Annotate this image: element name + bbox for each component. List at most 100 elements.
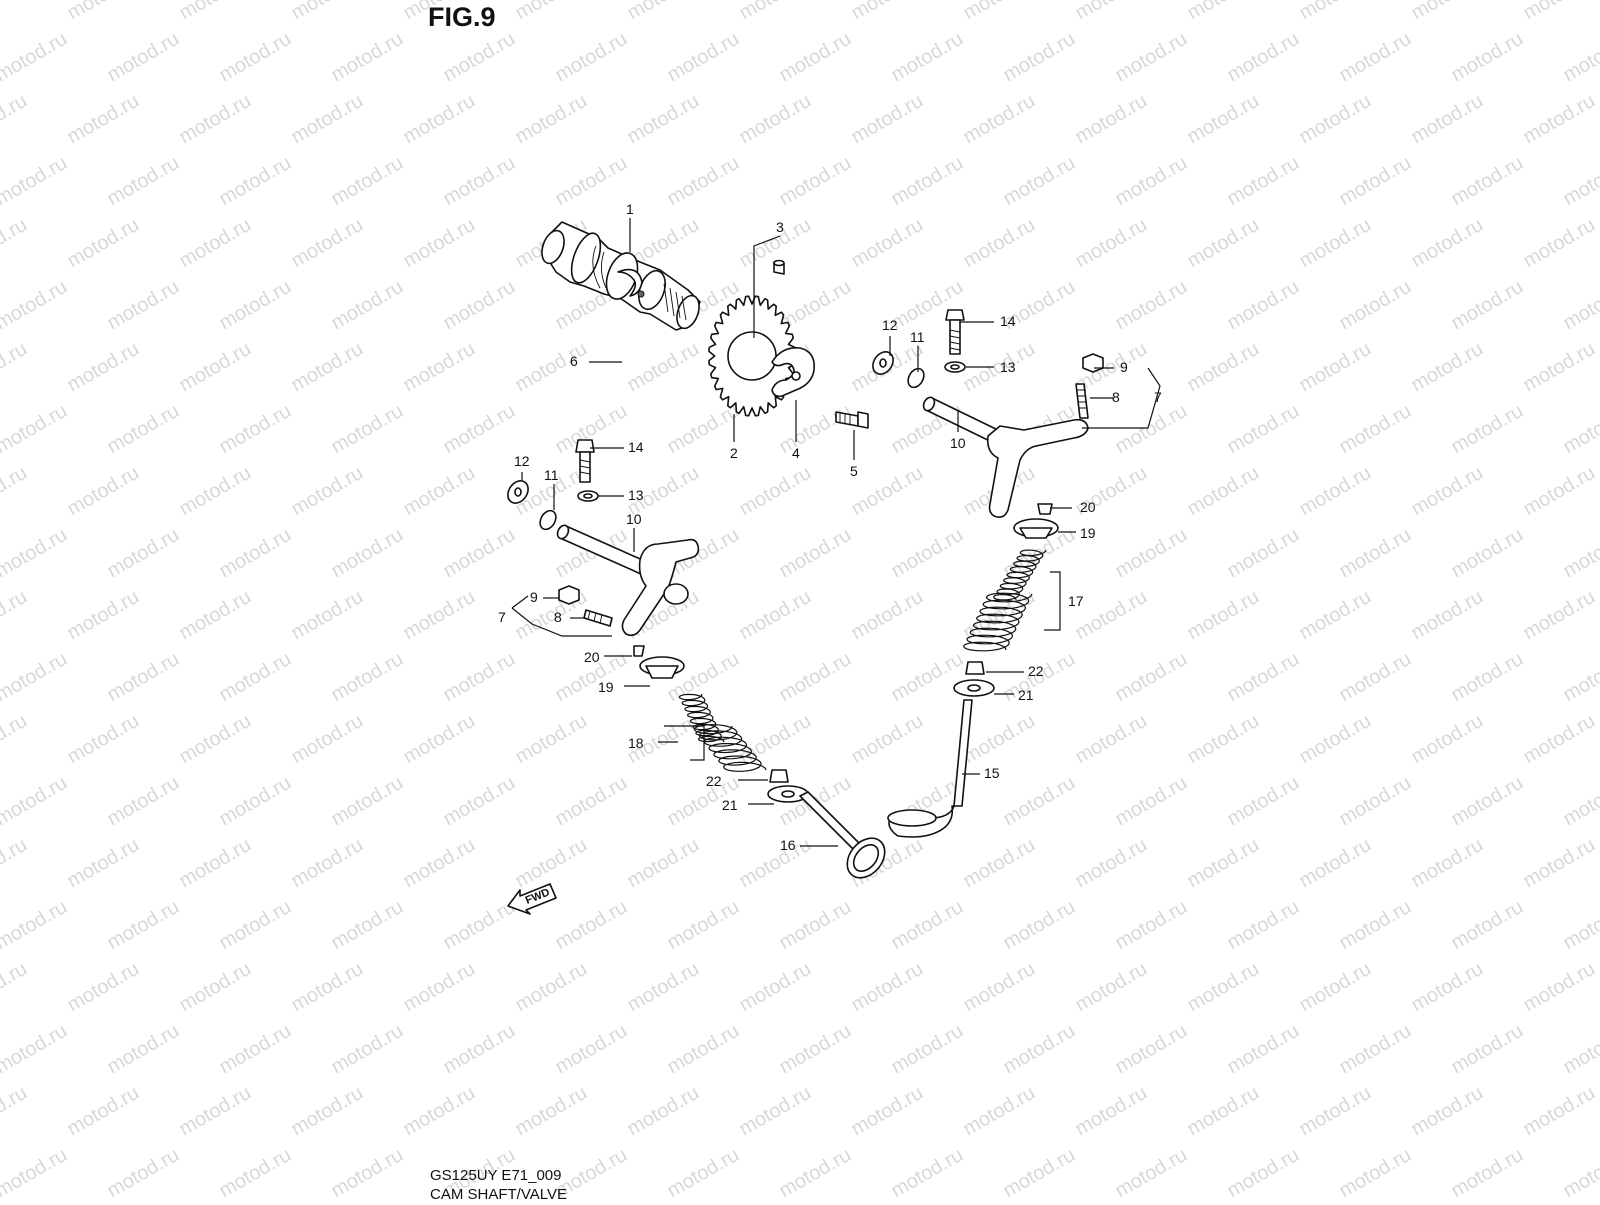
callout-13-left: 13	[628, 487, 644, 503]
watermark-text: motod.ru	[1224, 1144, 1303, 1200]
watermark-text: motod.ru	[104, 152, 183, 211]
watermark-text: motod.ru	[888, 1020, 967, 1079]
watermark-text: motod.ru	[176, 1082, 255, 1141]
watermark-text: motod.ru	[1000, 152, 1079, 211]
watermark-text: motod.ru	[0, 1020, 71, 1079]
callout-10-right: 10	[950, 435, 966, 451]
watermark-text: motod.ru	[64, 214, 143, 273]
callout-5: 5	[850, 463, 858, 479]
watermark-text: motod.ru	[1184, 710, 1263, 769]
watermark-text: motod.ru	[888, 648, 967, 707]
watermark-text: motod.ru	[512, 1082, 591, 1141]
watermark-text: motod.ru	[1560, 648, 1600, 707]
watermark-text: motod.ru	[328, 648, 407, 707]
watermark-text: motod.ru	[0, 276, 71, 335]
watermark-text: motod.ru	[1184, 214, 1263, 273]
watermark-text: motod.ru	[1336, 772, 1415, 831]
watermark-text: motod.ru	[960, 958, 1039, 1017]
watermark-text: motod.ru	[176, 958, 255, 1017]
watermark-text: motod.ru	[1336, 896, 1415, 955]
watermark-text: motod.ru	[104, 276, 183, 335]
watermark-text: motod.ru	[440, 400, 519, 459]
watermark-text: motod.ru	[776, 28, 855, 87]
watermark-text: motod.ru	[176, 710, 255, 769]
watermark-text: motod.ru	[1336, 1144, 1415, 1200]
callout-9-left: 9	[530, 589, 538, 605]
watermark-text: motod.ru	[552, 28, 631, 87]
watermark-text: motod.ru	[736, 958, 815, 1017]
watermark-text: motod.ru	[888, 524, 967, 583]
watermark-text: motod.ru	[1336, 28, 1415, 87]
watermark-text: motod.ru	[960, 214, 1039, 273]
watermark-text: motod.ru	[328, 772, 407, 831]
watermark-text: motod.ru	[176, 834, 255, 893]
watermark-text: motod.ru	[288, 1082, 367, 1141]
watermark-text: motod.ru	[328, 400, 407, 459]
watermark-text: motod.ru	[0, 28, 71, 87]
callout-16: 16	[780, 837, 796, 853]
watermark-text: motod.ru	[0, 400, 71, 459]
watermark-text: motod.ru	[0, 1144, 71, 1200]
callout-7-left: 7	[498, 609, 506, 625]
watermark-text: motod.ru	[0, 772, 71, 831]
watermark-text: motod.ru	[440, 772, 519, 831]
watermark-text: motod.ru	[0, 710, 31, 769]
watermark-text: motod.ru	[1184, 586, 1263, 645]
callout-11-right: 11	[910, 329, 925, 345]
watermark-text: motod.ru	[848, 586, 927, 645]
watermark-text: motod.ru	[1448, 1144, 1527, 1200]
watermark-text: motod.ru	[1224, 524, 1303, 583]
watermark-text: motod.ru	[1000, 1144, 1079, 1200]
watermark-text: motod.ru	[1408, 710, 1487, 769]
watermark-text: motod.ru	[328, 896, 407, 955]
watermark-text: motod.ru	[440, 152, 519, 211]
watermark-text: motod.ru	[1112, 28, 1191, 87]
watermark-text: motod.ru	[1520, 586, 1599, 645]
watermark-text: motod.ru	[1184, 834, 1263, 893]
watermark-text: motod.ru	[1112, 400, 1191, 459]
watermark-text: motod.ru	[1520, 834, 1599, 893]
watermark-text: motod.ru	[1224, 772, 1303, 831]
watermark-text: motod.ru	[400, 586, 479, 645]
watermark-text: motod.ru	[1224, 1020, 1303, 1079]
watermark-text: motod.ru	[1184, 338, 1263, 397]
watermark-text: motod.ru	[64, 586, 143, 645]
watermark-text: motod.ru	[1224, 276, 1303, 335]
watermark-text: motod.ru	[1520, 710, 1599, 769]
watermark-text: motod.ru	[1448, 896, 1527, 955]
watermark-text: motod.ru	[176, 0, 255, 24]
watermark-text: motod.ru	[664, 896, 743, 955]
watermark-text: motod.ru	[1336, 648, 1415, 707]
callout-15: 15	[984, 765, 1000, 781]
watermark-text: motod.ru	[1408, 214, 1487, 273]
watermark-text: motod.ru	[1072, 710, 1151, 769]
watermark-text: motod.ru	[1112, 152, 1191, 211]
watermark-text: motod.ru	[1184, 462, 1263, 521]
watermark-text: motod.ru	[216, 896, 295, 955]
callout-6: 6	[570, 353, 578, 369]
watermark-text: motod.ru	[64, 834, 143, 893]
watermark-text: motod.ru	[1408, 462, 1487, 521]
watermark-text: motod.ru	[888, 28, 967, 87]
watermark-text: motod.ru	[288, 586, 367, 645]
watermark-text: motod.ru	[176, 462, 255, 521]
watermark-text: motod.ru	[1296, 834, 1375, 893]
watermark-text: motod.ru	[960, 1082, 1039, 1141]
watermark-text: motod.ru	[216, 152, 295, 211]
model-code: GS125UY E71_009	[430, 1167, 562, 1184]
watermark-text: motod.ru	[888, 896, 967, 955]
callout-13-right: 13	[1000, 359, 1016, 375]
watermark-text: motod.ru	[1112, 1020, 1191, 1079]
watermark-text: motod.ru	[1408, 1082, 1487, 1141]
watermark-text: motod.ru	[1112, 648, 1191, 707]
watermark-text: motod.ru	[512, 90, 591, 149]
watermark-text: motod.ru	[1560, 28, 1600, 87]
watermark-text: motod.ru	[1224, 896, 1303, 955]
watermark-text: motod.ru	[888, 1144, 967, 1200]
watermark-text: motod.ru	[1560, 1020, 1600, 1079]
watermark-text: motod.ru	[104, 1144, 183, 1200]
watermark-text: motod.ru	[1520, 90, 1599, 149]
watermark-text: motod.ru	[736, 1082, 815, 1141]
watermark-text: motod.ru	[1336, 276, 1415, 335]
